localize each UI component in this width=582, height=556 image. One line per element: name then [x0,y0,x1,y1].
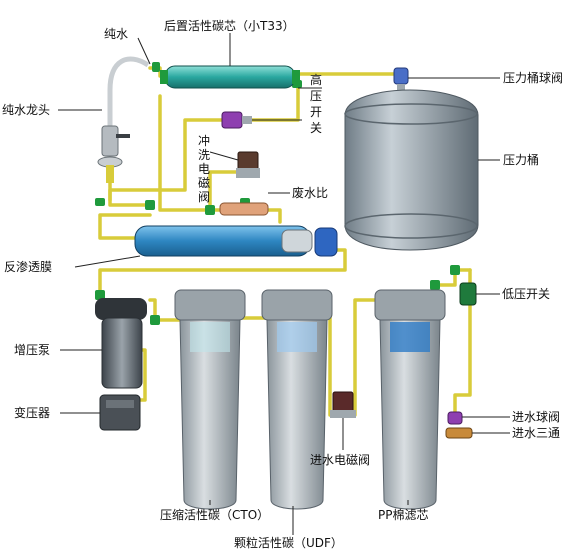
pure-water-faucet [97,56,150,183]
label-cto-carbon: 压缩活性碳（CTO） [160,507,269,522]
label-high-pressure-switch-2: 压 [310,89,322,103]
ro-membrane-housing [134,225,338,257]
label-high-pressure-switch-1: 高 [310,72,322,87]
label-flush-valve-2: 洗 [198,148,210,162]
waste-ratio-valve [219,202,269,216]
label-high-pressure-switch-3: 开 [310,105,322,119]
label-post-carbon: 后置活性碳芯（小T33） [164,19,295,33]
inlet-tee [445,427,473,439]
filter-housing-udf [261,289,333,510]
label-inlet-tee: 进水三通 [512,426,560,440]
low-pressure-switch [459,282,477,306]
pipe-high-switch [158,94,212,212]
pipe-low-switch-to-inlet [453,268,472,422]
label-pressure-tank: 压力桶 [503,152,539,167]
pipe-flush-valve [208,170,242,212]
label-pp-filter: PP棉滤芯 [378,508,428,522]
label-flush-valve-1: 冲 [198,133,210,148]
pressure-tank [344,89,479,251]
label-high-pressure-switch-4: 关 [310,121,322,135]
flush-solenoid-valve [236,151,260,178]
tank-ball-valve [393,67,409,92]
leader-lines [58,33,510,535]
label-pure-water: 纯水 [104,27,128,41]
label-tank-ball-valve: 压力桶球阀 [503,70,563,85]
label-inlet-solenoid: 进水电磁阀 [310,452,370,467]
label-inlet-ball-valve: 进水球阀 [512,410,560,424]
label-udf-carbon: 颗粒活性碳（UDF） [234,535,343,550]
pipe-membrane-in [98,213,152,240]
label-low-pressure-switch: 低压开关 [502,287,550,301]
label-booster-pump: 增压泵 [14,343,50,357]
post-carbon-cartridge [160,65,300,89]
label-ro-membrane: 反渗透膜 [4,259,52,274]
filter-housing-pp [374,289,446,510]
filter-housing-cto [174,289,246,510]
label-flush-valve-3: 电 [198,162,210,176]
inlet-solenoid-valve [330,391,356,418]
transformer [99,394,141,431]
inlet-ball-valve [447,411,463,425]
pipe-membrane-out [98,248,347,302]
high-pressure-switch [221,111,252,129]
label-flush-valve-4: 磁 [198,175,210,190]
booster-pump [95,298,147,389]
label-pure-faucet: 纯水龙头 [2,103,50,117]
label-transformer: 变压器 [14,405,50,420]
labels: 纯水 后置活性碳芯（小T33） 纯水龙头 压力桶球阀 高 压 开 关 冲 洗 电… [2,19,563,550]
pipe-pump-to-cto [148,298,182,322]
label-waste-ratio: 废水比 [292,185,328,200]
label-flush-valve-5: 阀 [198,190,210,204]
